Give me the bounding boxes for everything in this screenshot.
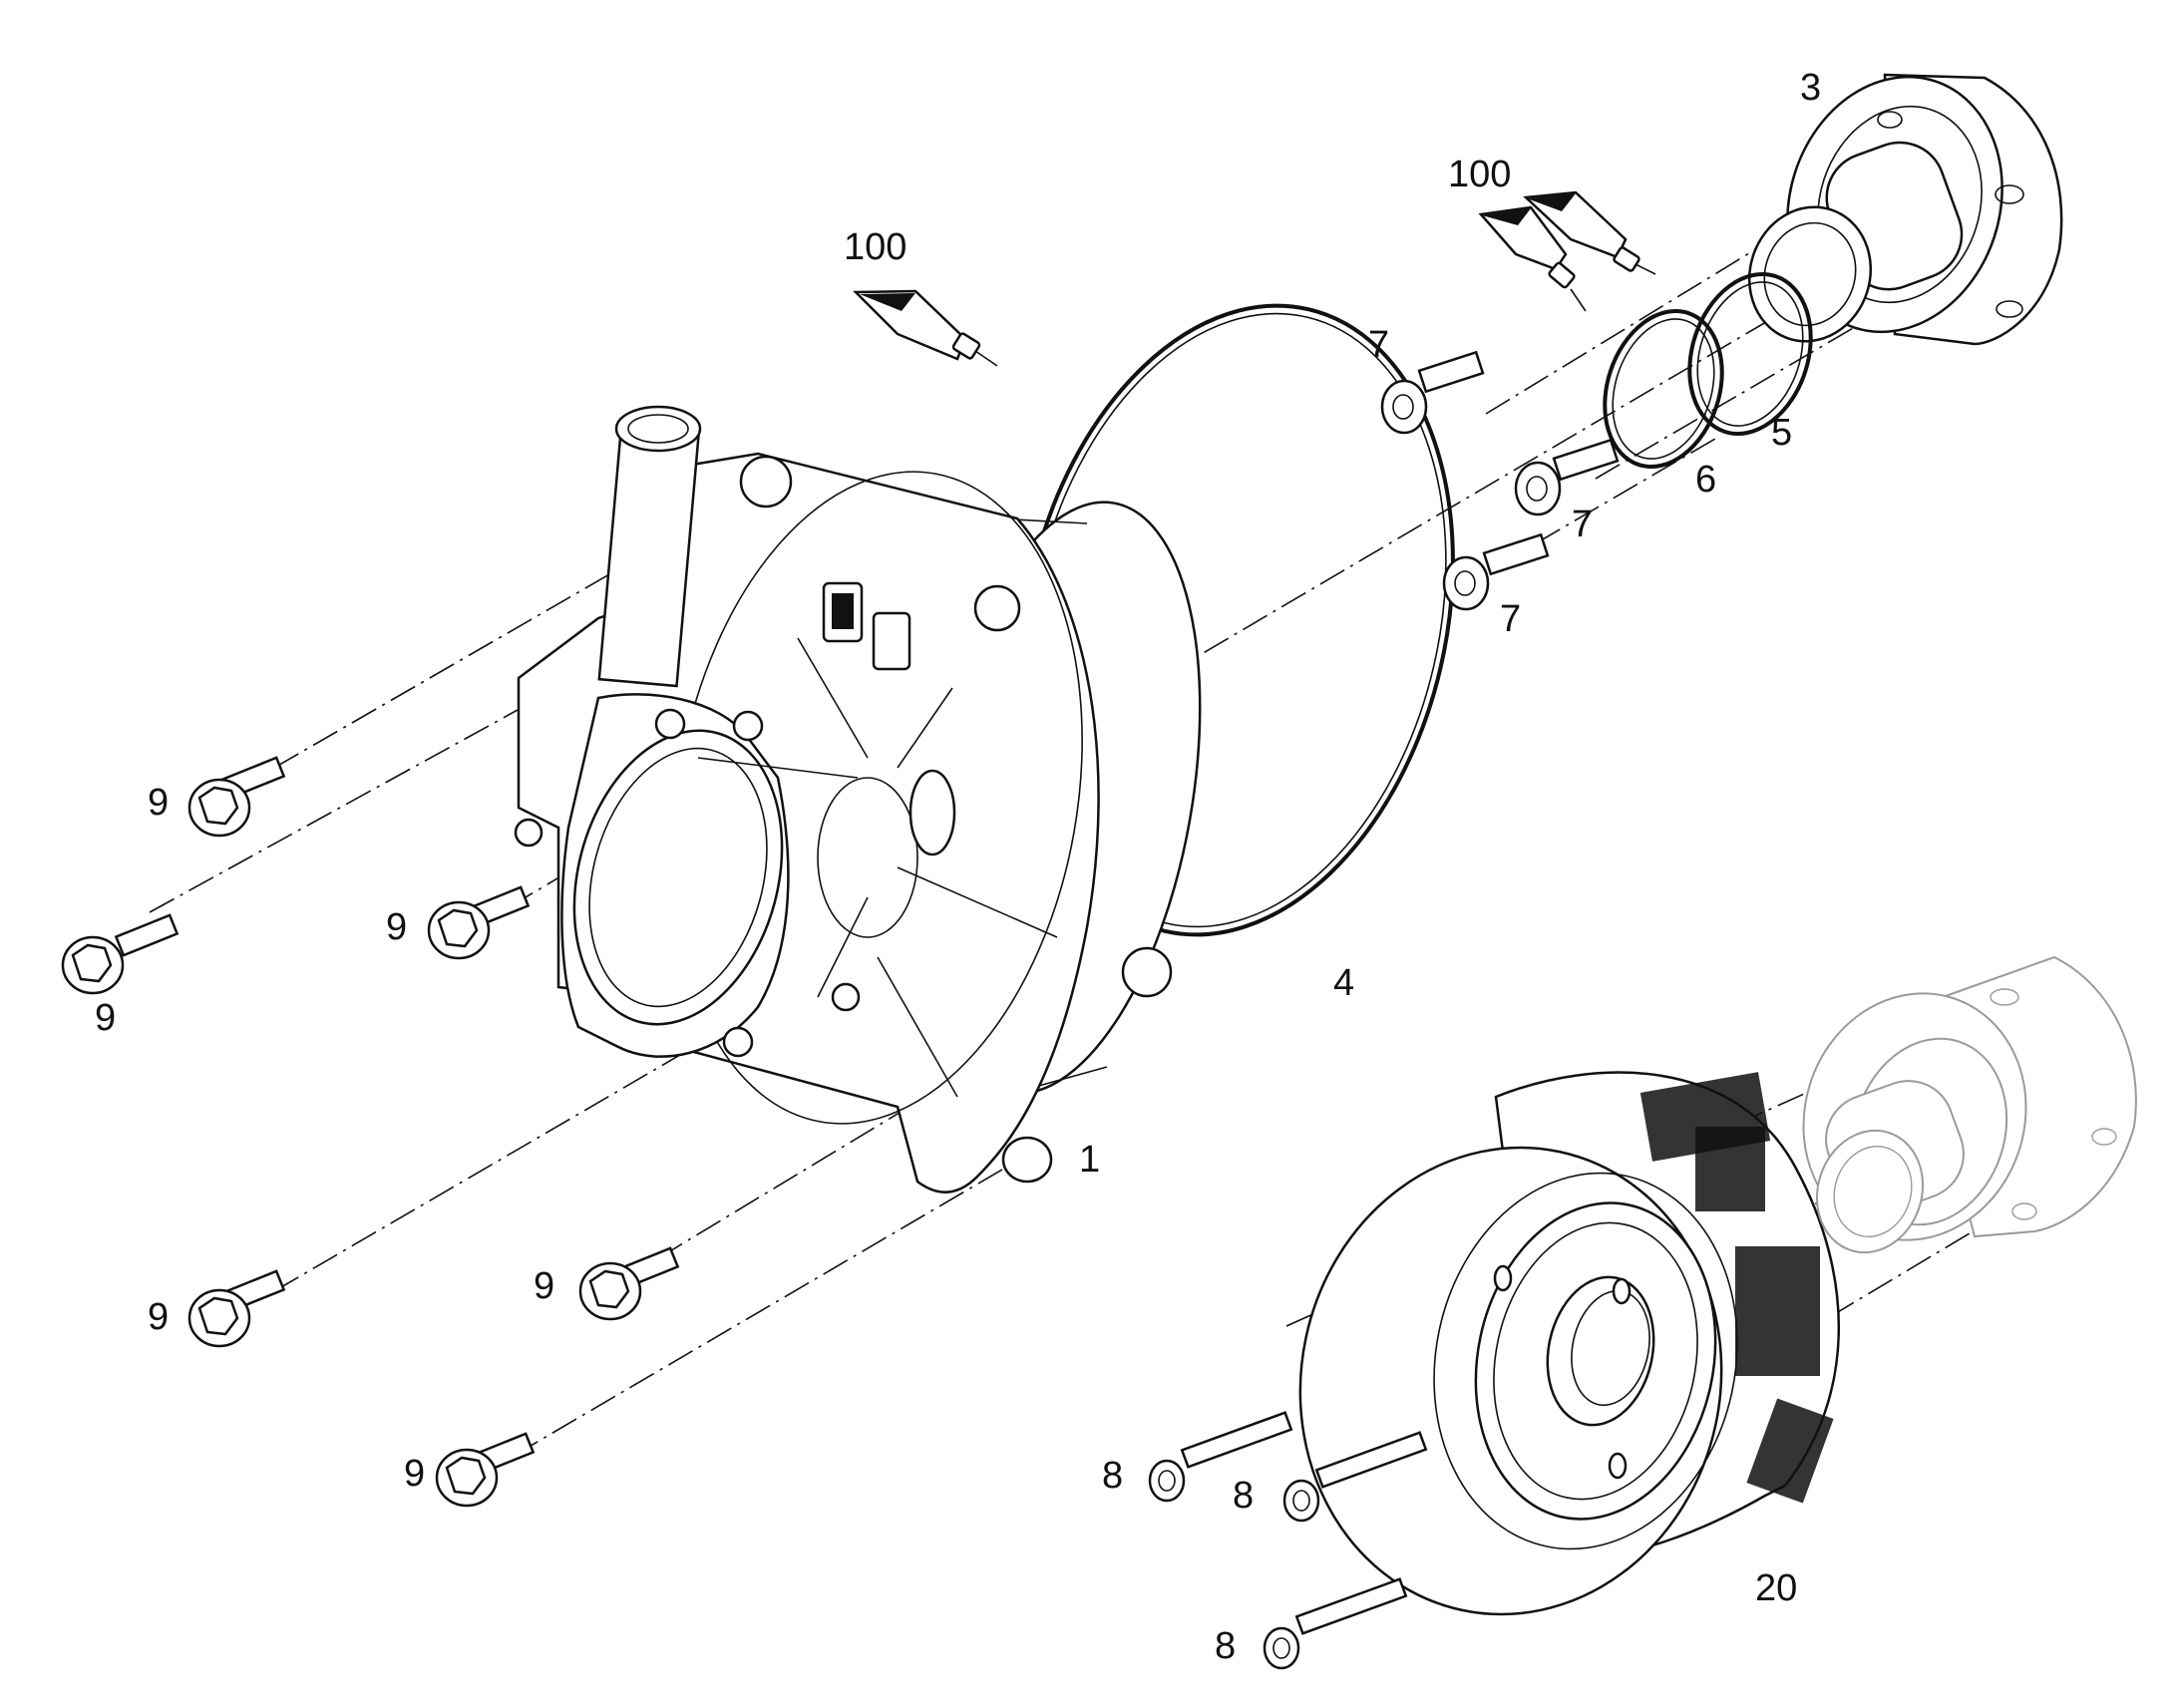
callout-6: 6 (1695, 459, 1716, 501)
callout-9-e: 9 (534, 1265, 554, 1307)
hex-bolt-part-9-a (187, 756, 286, 838)
callout-3: 3 (1800, 67, 1821, 109)
callout-9-d: 9 (148, 1296, 169, 1338)
hex-bolt-part-9-b (61, 913, 180, 995)
hex-bolt-part-9-e (578, 1246, 680, 1321)
callout-8-b: 8 (1233, 1475, 1254, 1517)
hex-bolt-part-9-c (427, 885, 531, 960)
wheel-fins (1639, 1072, 1834, 1504)
cap-screw-part-7-c (1442, 532, 1550, 611)
callout-labels: 1 3 4 5 6 7 7 7 8 8 8 9 9 9 9 9 9 20 100… (95, 67, 1821, 1667)
oring-part-6 (1603, 308, 1724, 470)
callout-9-c: 9 (386, 906, 407, 948)
long-screw-part-8-b (1282, 1431, 1428, 1523)
seal-hub-part-3 (1747, 73, 2063, 346)
callout-9-f: 9 (404, 1453, 425, 1495)
callout-5: 5 (1771, 412, 1792, 454)
long-screw-part-8-a (1148, 1411, 1293, 1503)
hex-bolt-part-9-d (187, 1269, 286, 1348)
ghost-hub-reference (1802, 955, 2137, 1254)
callout-8-a: 8 (1102, 1455, 1123, 1497)
grease-tube-part-100-right (1478, 190, 1656, 312)
callout-8-c: 8 (1215, 1625, 1236, 1667)
callout-9-a: 9 (148, 782, 169, 824)
callout-7-top: 7 (1368, 324, 1389, 366)
callout-100-left: 100 (844, 226, 907, 268)
long-screw-part-8-c (1263, 1577, 1408, 1670)
cap-screw-part-7-a (1380, 350, 1485, 435)
callout-20: 20 (1755, 1567, 1797, 1609)
callout-100-right: 100 (1448, 154, 1511, 195)
cap-screw-part-7-b (1514, 438, 1620, 516)
callout-7-mid: 7 (1572, 504, 1593, 545)
hex-bolt-part-9-f (435, 1432, 536, 1508)
oring-part-5 (1687, 271, 1813, 437)
grease-tube-part-100-left (853, 289, 998, 367)
callout-4: 4 (1333, 962, 1354, 1004)
pump-housing-part-1 (514, 405, 1202, 1194)
filter-wheel-part-20 (1298, 1071, 1841, 1616)
callout-7-low: 7 (1500, 598, 1521, 640)
callout-9-b: 9 (95, 997, 116, 1039)
callout-1: 1 (1079, 1139, 1100, 1181)
